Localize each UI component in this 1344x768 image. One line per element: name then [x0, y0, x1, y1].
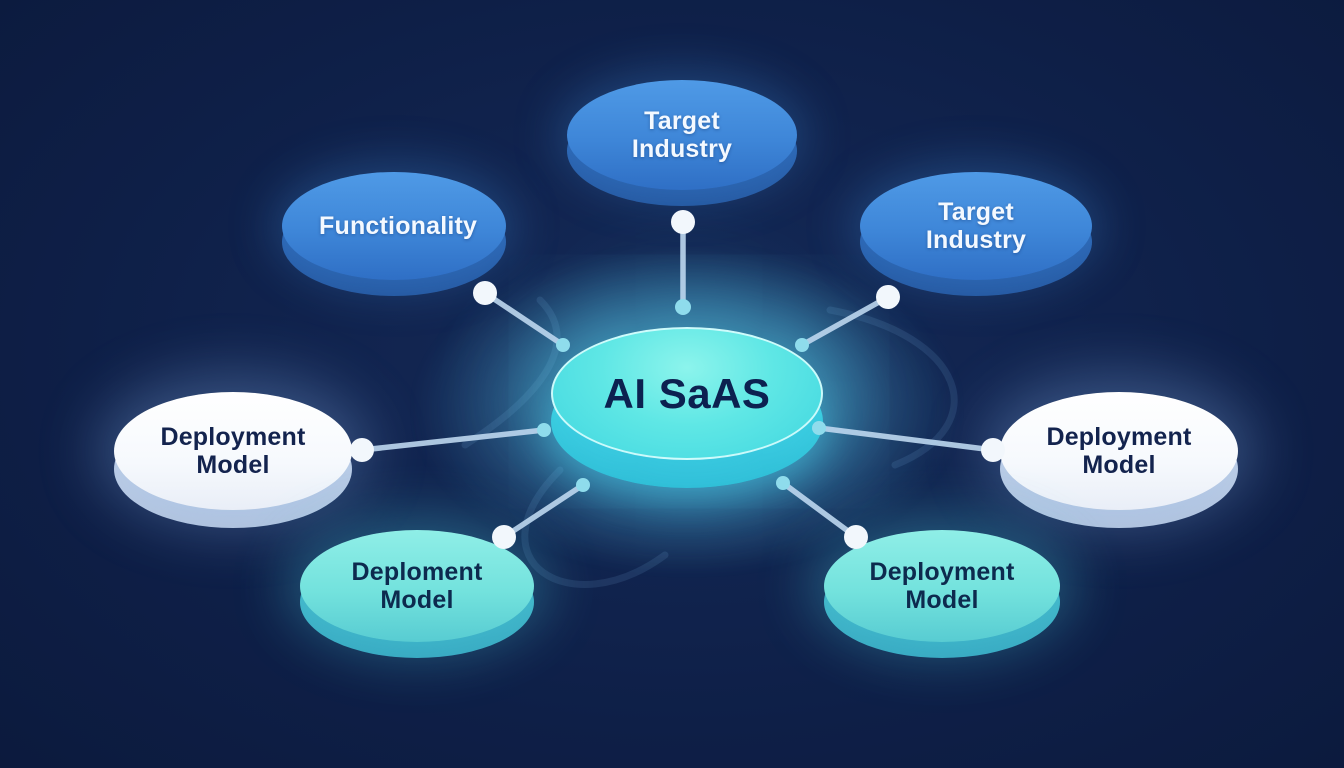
disc-top: Target Industry [860, 172, 1092, 280]
disc-top: Deploment Model [300, 530, 534, 642]
connector-dot-small [776, 476, 790, 490]
connector-line [359, 427, 547, 453]
node-deployment-model-bottom-right: Deployment Model [824, 530, 1060, 658]
node-target-industry-top: Target Industry [567, 80, 797, 206]
disc-top: Deployment Model [824, 530, 1060, 642]
node-label: Deployment Model [1046, 423, 1192, 479]
node-deployment-model-bottom-left: Deploment Model [300, 530, 534, 658]
disc-top: AI SaAS [551, 327, 823, 460]
node-label: Deployment Model [869, 558, 1015, 614]
connector-dot [473, 281, 497, 305]
disc-top: Deployment Model [1000, 392, 1238, 510]
connector-line [780, 480, 859, 540]
disc-top: Target Industry [567, 80, 797, 190]
node-label: Deployment Model [160, 423, 306, 479]
connector-dot-small [537, 423, 551, 437]
swirl-curve [521, 466, 669, 589]
node-label: Deploment Model [351, 558, 483, 614]
node-label: Target Industry [925, 198, 1027, 254]
node-functionality: Functionality [282, 172, 506, 296]
connector-dot [876, 285, 900, 309]
connector-dot-small [675, 299, 691, 315]
disc-top: Deployment Model [114, 392, 352, 510]
node-label: Functionality [319, 212, 478, 240]
node-deployment-model-left: Deployment Model [114, 392, 352, 528]
swirl-curve [461, 296, 561, 449]
center-node-label: AI SaAS [603, 369, 771, 417]
node-label: Target Industry [631, 107, 733, 163]
node-deployment-model-right: Deployment Model [1000, 392, 1238, 528]
connector-dot [350, 438, 374, 462]
swirl-curve [826, 306, 958, 469]
disc-top: Functionality [282, 172, 506, 280]
connector-dot-small [576, 478, 590, 492]
node-ai-saas-center: AI SaAS [551, 327, 823, 488]
connector-line [816, 425, 996, 453]
connector-dot [671, 210, 695, 234]
node-target-industry-upper-right: Target Industry [860, 172, 1092, 296]
